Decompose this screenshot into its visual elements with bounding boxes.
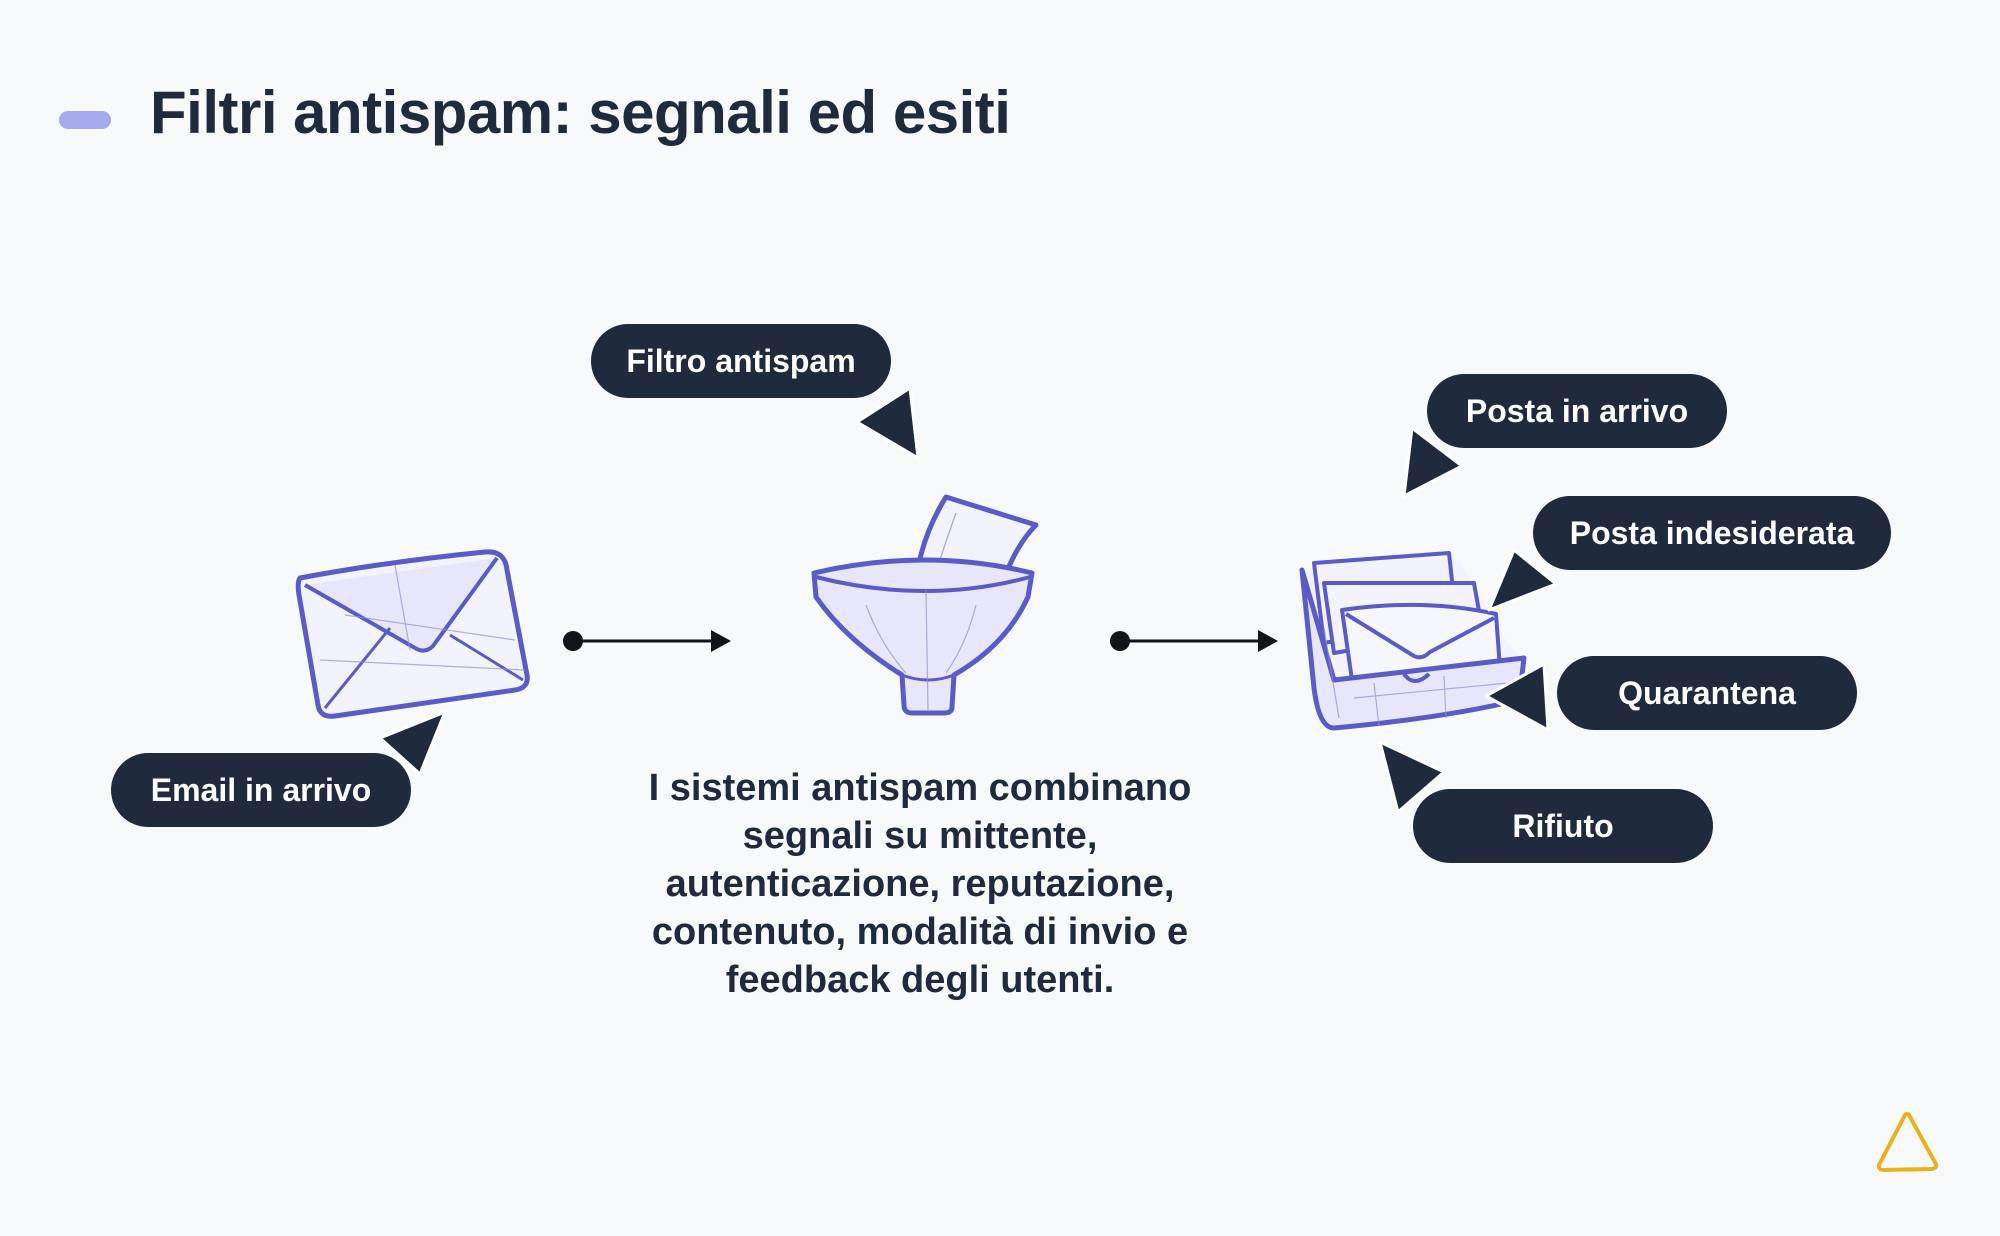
pointer-posta-indesiderata [1487, 548, 1558, 612]
label-posta-indesiderata: Posta indesiderata [1533, 496, 1891, 570]
label-rifiuto: Rifiuto [1413, 789, 1713, 863]
flow-arrow-filter-to-outcomes [1110, 630, 1278, 652]
pointer-quarantena [1484, 662, 1550, 732]
label-posta-in-arrivo: Posta in arrivo [1427, 374, 1727, 448]
label-filtro-antispam: Filtro antispam [591, 324, 891, 398]
pointer-posta-in-arrivo [1402, 426, 1464, 498]
diagram-caption: I sistemi antispam combinano segnali su … [648, 767, 1192, 1001]
label-email-in-arrivo: Email in arrivo [111, 753, 411, 827]
label-quarantena: Quarantena [1557, 656, 1857, 730]
pointer-email-in-arrivo [378, 710, 447, 776]
mail-tray-icon [1299, 551, 1527, 731]
envelope-icon [295, 549, 530, 719]
funnel-icon [811, 494, 1039, 716]
triangle-logo-icon [1876, 1112, 1939, 1172]
flow-arrow-source-to-filter [563, 630, 731, 652]
pointer-filtro-antispam [855, 386, 920, 460]
title-accent-pill [59, 111, 111, 129]
pointer-rifiuto [1378, 740, 1446, 814]
page-title: Filtri antispam: segnali ed esiti [150, 79, 1011, 146]
